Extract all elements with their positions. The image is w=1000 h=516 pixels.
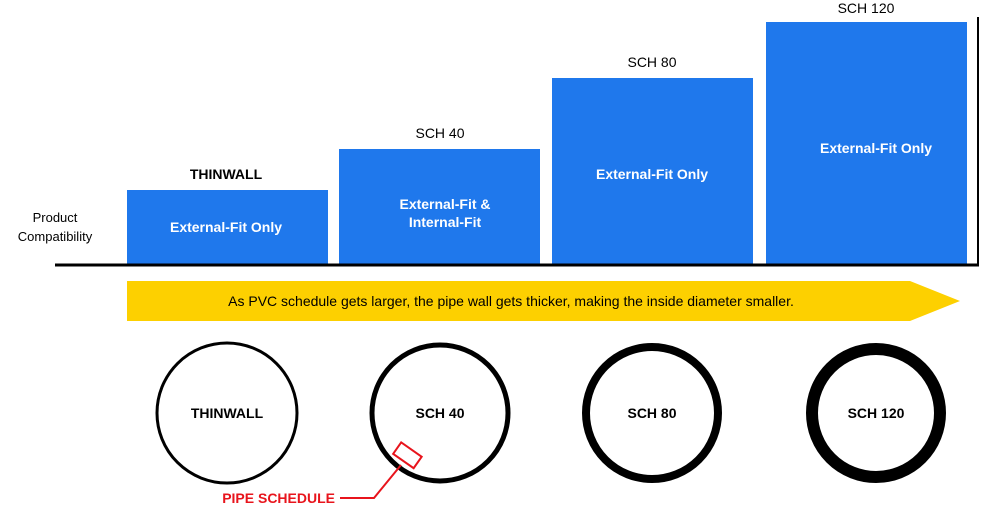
pipe-label: SCH 80: [627, 405, 676, 421]
arrow-caption: As PVC schedule gets larger, the pipe wa…: [228, 293, 794, 309]
bar-sch-40: SCH 40 External-Fit & Internal-Fit: [339, 125, 540, 265]
pipe-sch-40: SCH 40: [369, 342, 511, 484]
pipe-sch-120: SCH 120: [806, 343, 946, 483]
pipe-ring: [155, 341, 299, 485]
bar-label: SCH 80: [627, 54, 676, 70]
bar-label: THINWALL: [190, 166, 263, 182]
pipe-thinwall: THINWALL: [155, 341, 299, 485]
pipe-ring: [369, 342, 511, 484]
bar-sch-120: SCH 120 External-Fit Only: [766, 0, 967, 265]
direction-arrow: [127, 281, 960, 321]
bar-text: External-Fit Only: [170, 219, 282, 235]
bar-text-line-2: Internal-Fit: [409, 214, 482, 230]
callout-label: PIPE SCHEDULE: [222, 490, 335, 506]
bar-rect: [552, 78, 753, 265]
pipe-label: SCH 40: [415, 405, 464, 421]
pipe-label: THINWALL: [191, 405, 264, 421]
callout-leader-line: [340, 464, 402, 499]
axis-title-line-2: Compatibility: [18, 229, 93, 244]
bar-rect: [127, 190, 328, 265]
pipe-ring: [582, 343, 722, 483]
bar-text: External-Fit Only: [596, 166, 708, 182]
pipe-ring: [806, 343, 946, 483]
bar-sch-80: SCH 80 External-Fit Only: [552, 54, 753, 265]
bar-text: External-Fit Only: [820, 140, 932, 156]
bar-label: SCH 120: [838, 0, 895, 16]
callout-highlight-box: [391, 440, 424, 470]
bar-rect: [339, 149, 540, 265]
pipe-schedule-callout: PIPE SCHEDULE: [222, 440, 424, 506]
bar-thinwall: THINWALL External-Fit Only: [127, 166, 328, 265]
axis-title-line-1: Product: [33, 210, 78, 225]
pipe-label: SCH 120: [848, 405, 905, 421]
bar-rect: [766, 22, 967, 265]
bar-label: SCH 40: [415, 125, 464, 141]
pipe-sch-80: SCH 80: [582, 343, 722, 483]
bar-text-line-1: External-Fit &: [399, 196, 490, 212]
